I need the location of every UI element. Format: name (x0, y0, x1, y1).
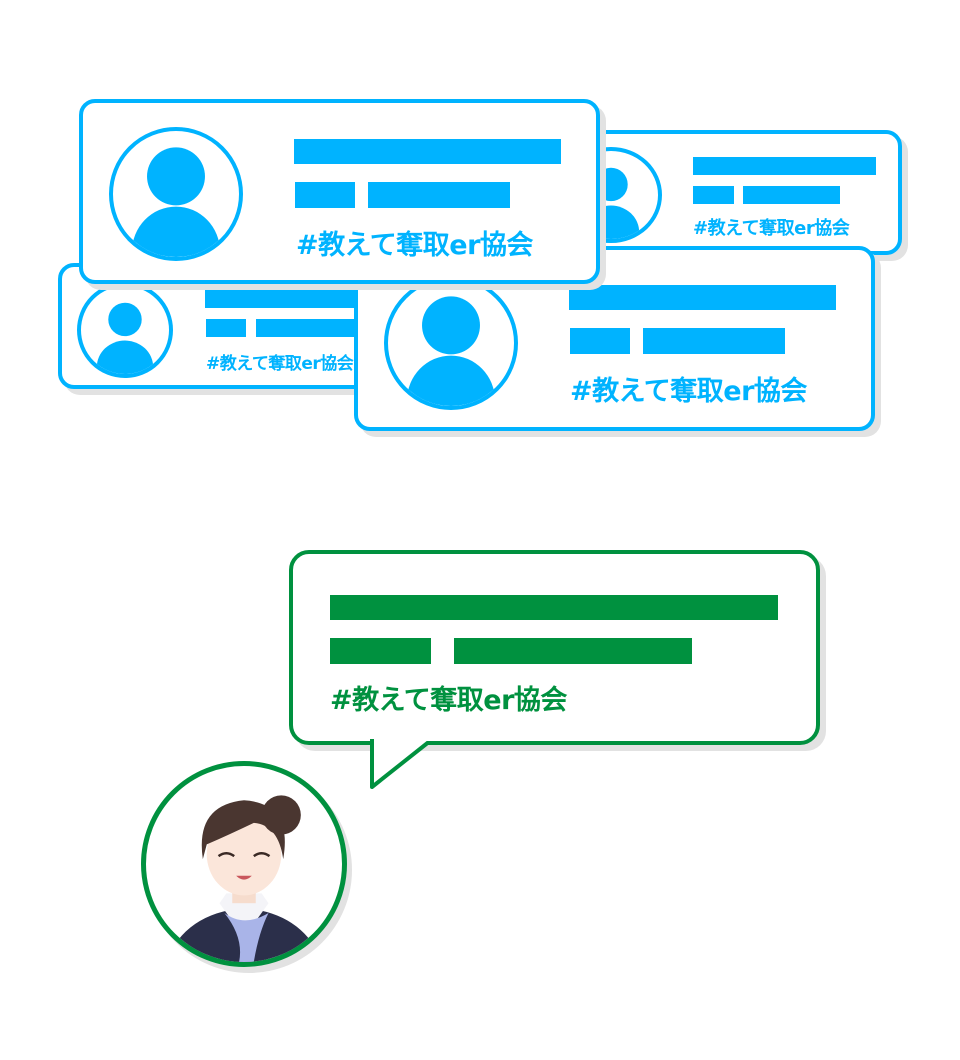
person-silhouette-icon (96, 302, 154, 374)
text-placeholder-bar (454, 638, 692, 664)
character-portrait (141, 761, 347, 967)
text-placeholder-bar (205, 290, 374, 308)
text-placeholder-bar (330, 595, 778, 620)
post-card-large-bottom: #教えて奪取er協会 (354, 246, 875, 431)
hashtag: #教えて奪取er協会 (206, 354, 354, 374)
text-placeholder-bar (569, 285, 836, 310)
person-silhouette-icon (406, 296, 496, 406)
post-card-large-top: #教えて奪取er協会 (79, 99, 600, 284)
hashtag: #教えて奪取er協会 (693, 218, 850, 239)
post-card-small-left: #教えて奪取er協会 (58, 263, 378, 389)
text-placeholder-bar (693, 157, 876, 175)
post-card-small-right: #教えて奪取er協会 (590, 130, 902, 255)
hashtag: #教えて奪取er協会 (330, 685, 567, 716)
text-placeholder-bar (570, 328, 630, 354)
person-silhouette-icon (594, 167, 640, 239)
text-placeholder-bar (743, 186, 840, 204)
text-placeholder-bar (643, 328, 785, 354)
text-placeholder-bar (693, 186, 734, 204)
text-placeholder-bar (295, 182, 355, 208)
speech-bubble: #教えて奪取er協会 (289, 550, 820, 745)
avatar-placeholder (109, 127, 243, 261)
person-silhouette-icon (131, 147, 221, 257)
avatar-placeholder (594, 147, 662, 243)
character-illustration (165, 795, 323, 962)
text-placeholder-bar (206, 319, 246, 337)
text-placeholder-bar (368, 182, 510, 208)
hashtag: #教えて奪取er協会 (570, 376, 807, 407)
speech-bubble-tail (370, 735, 432, 789)
avatar-placeholder (77, 282, 173, 378)
hashtag: #教えて奪取er協会 (296, 230, 533, 261)
text-placeholder-bar (330, 638, 431, 664)
avatar-placeholder (384, 276, 518, 410)
text-placeholder-bar (256, 319, 374, 337)
text-placeholder-bar (294, 139, 561, 164)
